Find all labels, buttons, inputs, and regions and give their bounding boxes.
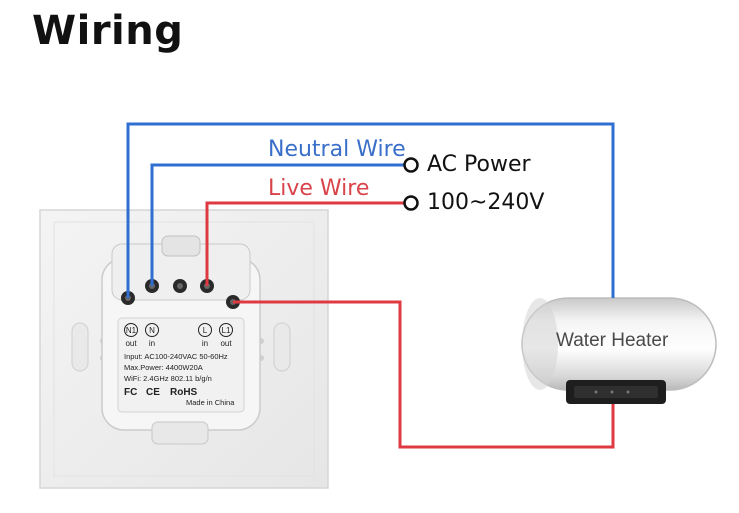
water-heater-label: Water Heater (556, 330, 669, 351)
terminal-n-sub: in (148, 339, 156, 348)
water-heater (521, 297, 717, 404)
terminal-l-sub: in (201, 339, 209, 348)
live-wire-label: Live Wire (268, 176, 370, 201)
spec-power: Max.Power: 4400W20A (124, 363, 203, 372)
terminal-l-label: L (202, 326, 208, 335)
spec-input: Input: AC100-240VAC 50-60Hz (124, 352, 228, 361)
terminal-markers (124, 323, 233, 337)
spec-wifi: WiFi: 2.4GHz 802.11 b/g/n (124, 374, 212, 383)
terminal-n1-label: N1 (125, 326, 137, 335)
terminal-n1-sub: out (125, 339, 137, 348)
live-wires (205, 201, 615, 449)
ac-power-label: AC Power (427, 152, 531, 177)
terminal-l1-sub: out (220, 339, 232, 348)
neutral-wire-label: Neutral Wire (268, 137, 406, 162)
voltage-label: 100~240V (427, 190, 545, 215)
rohs-mark: RoHS (170, 387, 198, 398)
made-in-label: Made in China (186, 398, 235, 407)
terminal-n-label: N (149, 326, 155, 335)
page-title: Wiring (32, 8, 184, 54)
neutral-wires (126, 122, 615, 298)
switch-plate (39, 209, 329, 489)
terminal-l1-label: L1 (221, 326, 231, 335)
fc-mark: FC (124, 387, 138, 398)
ac-terminals (403, 157, 419, 211)
ce-mark: CE (146, 387, 160, 398)
